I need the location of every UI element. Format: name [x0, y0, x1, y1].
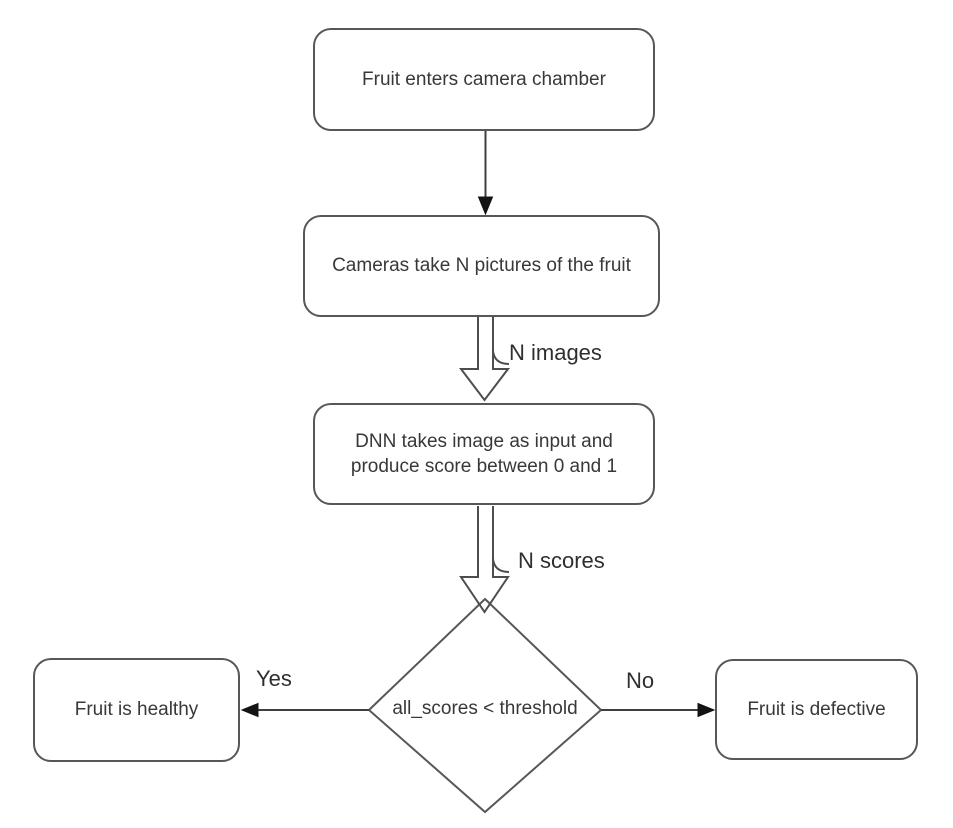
node-fruit-defective: Fruit is defective: [715, 659, 918, 760]
edge-label-yes: Yes: [256, 666, 292, 691]
node-fruit-healthy-label: Fruit is healthy: [74, 699, 199, 721]
decision-diamond-label: all_scores < threshold: [392, 698, 578, 719]
node-cameras-take-pictures-label: Cameras take N pictures of the fruit: [332, 255, 631, 277]
edge-label-no: No: [626, 668, 655, 693]
edge-no-arrowhead: [697, 702, 716, 718]
edge-cameras-to-dnn-hollow-arrow: [458, 317, 511, 402]
edge-cameras-to-dnn-label-hook: [492, 350, 510, 365]
node-fruit-enters: Fruit enters camera chamber: [313, 28, 655, 131]
node-cameras-take-pictures: Cameras take N pictures of the fruit: [303, 215, 660, 317]
node-fruit-enters-label: Fruit enters camera chamber: [362, 68, 606, 90]
node-fruit-defective-label: Fruit is defective: [747, 698, 886, 720]
edge-yes-arrowhead: [240, 702, 259, 718]
node-fruit-healthy: Fruit is healthy: [33, 658, 240, 762]
node-dnn-score: DNN takes image as input and produce sco…: [313, 403, 655, 505]
edge-enter-to-cameras-arrowhead: [477, 196, 494, 216]
edge-label-n-images: N images: [509, 340, 602, 365]
edge-dnn-to-decision-hollow-arrow: [459, 506, 510, 614]
decision-diamond-shape: [367, 597, 603, 814]
edge-label-n-scores: N scores: [518, 548, 605, 573]
edge-dnn-to-decision-label-hook: [492, 558, 510, 573]
node-dnn-score-label: DNN takes image as input and produce sco…: [350, 430, 618, 477]
